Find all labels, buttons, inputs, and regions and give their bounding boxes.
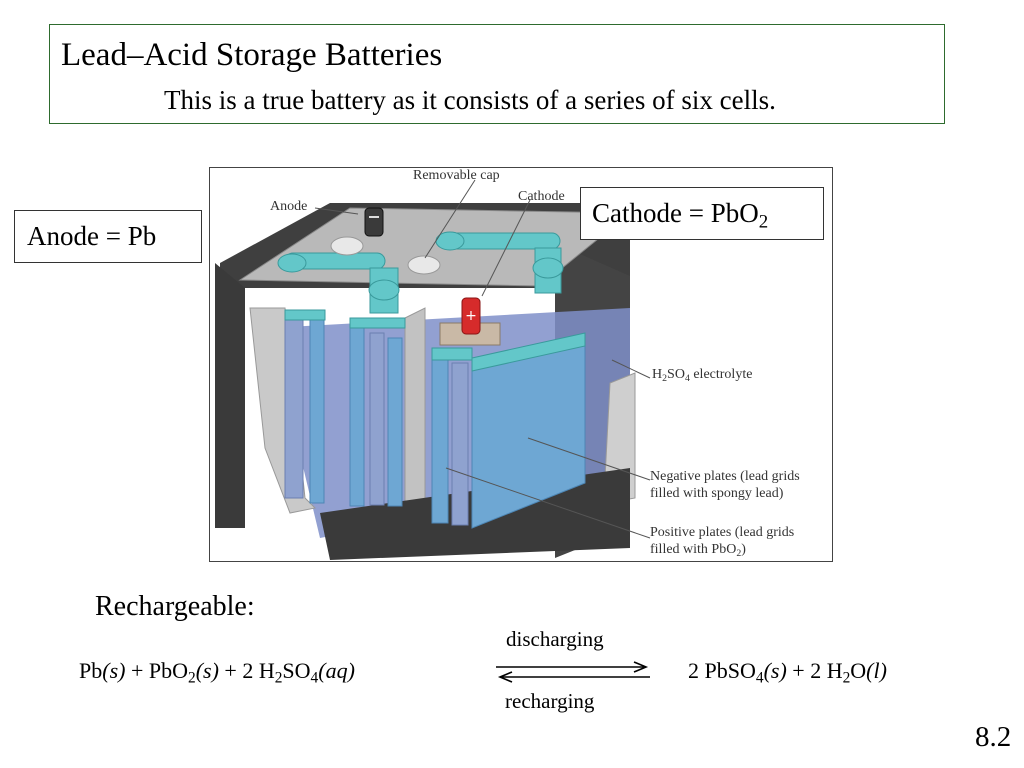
slide-subtitle: This is a true battery as it consists of…	[164, 85, 776, 115]
plate-top	[431, 347, 473, 361]
callout-positive-plates: Positive plates (lead grids filled with …	[650, 525, 795, 559]
leader-lines	[314, 179, 651, 539]
negative-sign	[369, 216, 379, 218]
connector-knob	[532, 257, 564, 279]
positive-terminal	[461, 297, 481, 335]
plate-top	[471, 332, 586, 372]
discharging-label: discharging	[506, 627, 604, 651]
rechargeable-heading: Rechargeable:	[95, 591, 255, 622]
equation-products: 2 PbSO4(s) + 2 H2O(l)	[688, 658, 887, 687]
removable-cap	[330, 236, 364, 256]
removable-cap	[407, 255, 441, 275]
plate	[309, 317, 325, 504]
callout-cathode: Cathode	[518, 189, 565, 204]
equilibrium-arrows-icon	[496, 661, 650, 683]
connector-knob	[277, 253, 307, 273]
callout-anode: Anode	[270, 199, 308, 214]
plate	[387, 337, 403, 507]
callout-electrolyte: H2SO4 electrolyte	[652, 367, 753, 384]
plate	[369, 332, 385, 506]
positive-sign: +	[465, 308, 477, 324]
battery-case-left	[215, 263, 245, 528]
cell-wall-mid	[404, 307, 426, 529]
slide-title: Lead–Acid Storage Batteries	[61, 37, 443, 73]
equation-reactants: Pb(s) + PbO2(s) + 2 H2SO4(aq)	[79, 658, 355, 687]
page-number: 8.2	[975, 721, 1012, 753]
cathode-label-box: Cathode = PbO2	[580, 187, 824, 240]
anode-label-box: Anode = Pb	[14, 210, 202, 263]
negative-terminal	[364, 207, 384, 237]
plate	[431, 357, 449, 524]
plate	[284, 317, 304, 499]
plate-top	[284, 309, 326, 321]
plate	[451, 362, 469, 526]
plate-top	[349, 317, 406, 329]
callout-removable-cap: Removable cap	[413, 168, 500, 183]
title-box: Lead–Acid Storage Batteries This is a tr…	[49, 24, 945, 124]
battery-illustration: +	[215, 179, 651, 560]
plate	[349, 327, 365, 507]
recharging-label: recharging	[505, 689, 595, 713]
connector-knob	[368, 279, 400, 301]
callout-negative-plates: Negative plates (lead grids filled with …	[650, 469, 800, 501]
